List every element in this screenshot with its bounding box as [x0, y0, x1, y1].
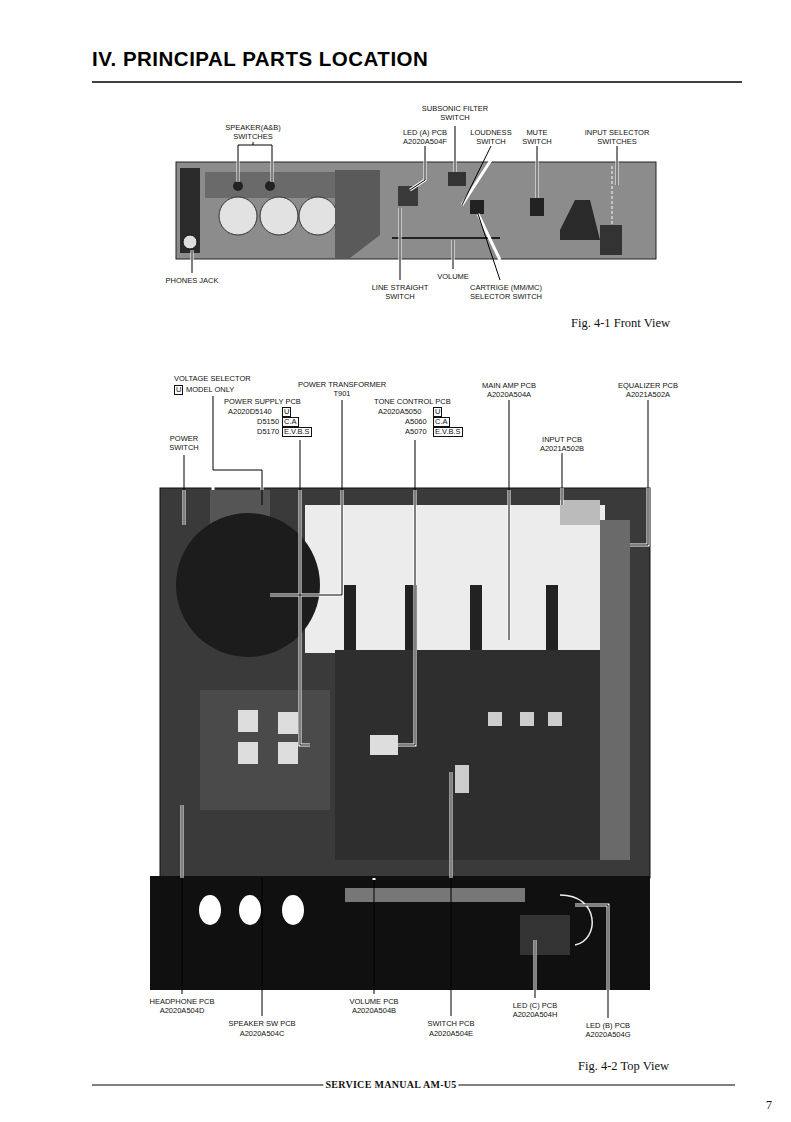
- part-label: LED (C) PCB: [513, 1001, 558, 1010]
- part-label: A5070: [405, 427, 427, 436]
- part-label: A2020A504B: [352, 1006, 396, 1015]
- front-view-photo: [176, 162, 656, 259]
- part-label: LED (A) PCB: [403, 128, 447, 137]
- part-label: SPEAKER(A&B) SWITCHES: [225, 123, 280, 141]
- part-label: A2020A504A: [487, 390, 531, 399]
- leader-halo: [182, 160, 648, 990]
- label-line: INPUT SELECTOR: [585, 128, 650, 137]
- part-label: SUBSONIC FILTER SWITCH: [422, 104, 489, 122]
- part-label: SWITCH PCB: [427, 1019, 474, 1028]
- part-label: LINE STRAIGHT SWITCH: [372, 283, 429, 301]
- part-label: CARTRIGE (MM/MC) SELECTOR SWITCH: [470, 283, 542, 301]
- label-line: SWITCHES: [585, 137, 650, 146]
- part-label: A2021A502B: [540, 444, 584, 453]
- model-code-box: E.V.B.S: [433, 427, 463, 437]
- label-line: SPEAKER(A&B): [225, 123, 280, 132]
- part-label: A2020D5140: [228, 407, 272, 416]
- part-label: A2020A504D: [160, 1006, 205, 1015]
- page-title: IV. PRINCIPAL PARTS LOCATION: [92, 47, 428, 71]
- part-label: POWER SUPPLY PCB: [224, 397, 301, 406]
- part-label: INPUT PCB: [542, 435, 582, 444]
- part-label: MAIN AMP PCB: [482, 381, 536, 390]
- part-label: D5150: [257, 417, 279, 426]
- label-line: SWITCH: [372, 292, 429, 301]
- part-label: TONE CONTROL PCB: [374, 397, 451, 406]
- figure-caption: Fig. 4-2 Top View: [578, 1059, 669, 1073]
- part-label: A2021A502A: [626, 390, 670, 399]
- part-label: HEADPHONE PCB: [149, 997, 214, 1006]
- model-code-box: C.A: [282, 417, 299, 427]
- label-line: CARTRIGE (MM/MC): [470, 283, 542, 292]
- part-label: T901: [333, 389, 350, 398]
- part-label: A2020A504E: [429, 1029, 473, 1038]
- part-label: A2020A504F: [403, 137, 447, 146]
- part-label: D5170: [257, 427, 279, 436]
- footer-text: SERVICE MANUAL AM-U5: [323, 1079, 458, 1091]
- label-line: MUTE: [522, 128, 552, 137]
- part-label: VOLUME: [437, 272, 469, 281]
- part-label: A5060: [405, 417, 427, 426]
- label-line: SWITCH: [470, 137, 511, 146]
- label-line: SWITCHES: [225, 132, 280, 141]
- part-label: LED (B) PCB: [586, 1021, 630, 1030]
- label-line: SWITCH: [422, 113, 489, 122]
- label-line: SELECTOR SWITCH: [470, 292, 542, 301]
- part-label: POWER SWITCH: [169, 434, 199, 452]
- part-label: PHONES JACK: [166, 276, 219, 285]
- part-label: A2020A504C: [240, 1029, 285, 1038]
- page-number: 7: [766, 1098, 772, 1112]
- part-label: MODEL ONLY: [186, 385, 234, 394]
- part-label: EQUALIZER PCB: [618, 381, 678, 390]
- top-view-photo: [150, 488, 650, 990]
- model-code-box: U: [174, 385, 183, 395]
- model-code-box: U: [282, 407, 291, 417]
- part-label: SPEAKER SW PCB: [228, 1019, 295, 1028]
- part-label: POWER TRANSFORMER: [298, 380, 386, 389]
- leader-lines: [182, 126, 648, 1018]
- label-line: LOUDNESS: [470, 128, 511, 137]
- part-label: VOLTAGE SELECTOR: [174, 374, 251, 383]
- part-label: MUTE SWITCH: [522, 128, 552, 146]
- figure-caption: Fig. 4-1 Front View: [571, 316, 670, 330]
- label-line: SWITCH: [522, 137, 552, 146]
- part-label: INPUT SELECTOR SWITCHES: [585, 128, 650, 146]
- model-code-box: C.A: [433, 417, 450, 427]
- part-label: A2020A5050: [378, 407, 421, 416]
- label-line: SUBSONIC FILTER: [422, 104, 489, 113]
- part-label: LOUDNESS SWITCH: [470, 128, 511, 146]
- part-label: A2020A504G: [585, 1030, 630, 1039]
- label-line: SWITCH: [169, 443, 199, 452]
- part-label: A2020A504H: [513, 1010, 558, 1019]
- part-label: VOLUME PCB: [349, 997, 398, 1006]
- model-code-box: U: [433, 407, 442, 417]
- label-line: POWER: [169, 434, 199, 443]
- model-code-box: E.V.B.S: [282, 427, 312, 437]
- label-line: LINE STRAIGHT: [372, 283, 429, 292]
